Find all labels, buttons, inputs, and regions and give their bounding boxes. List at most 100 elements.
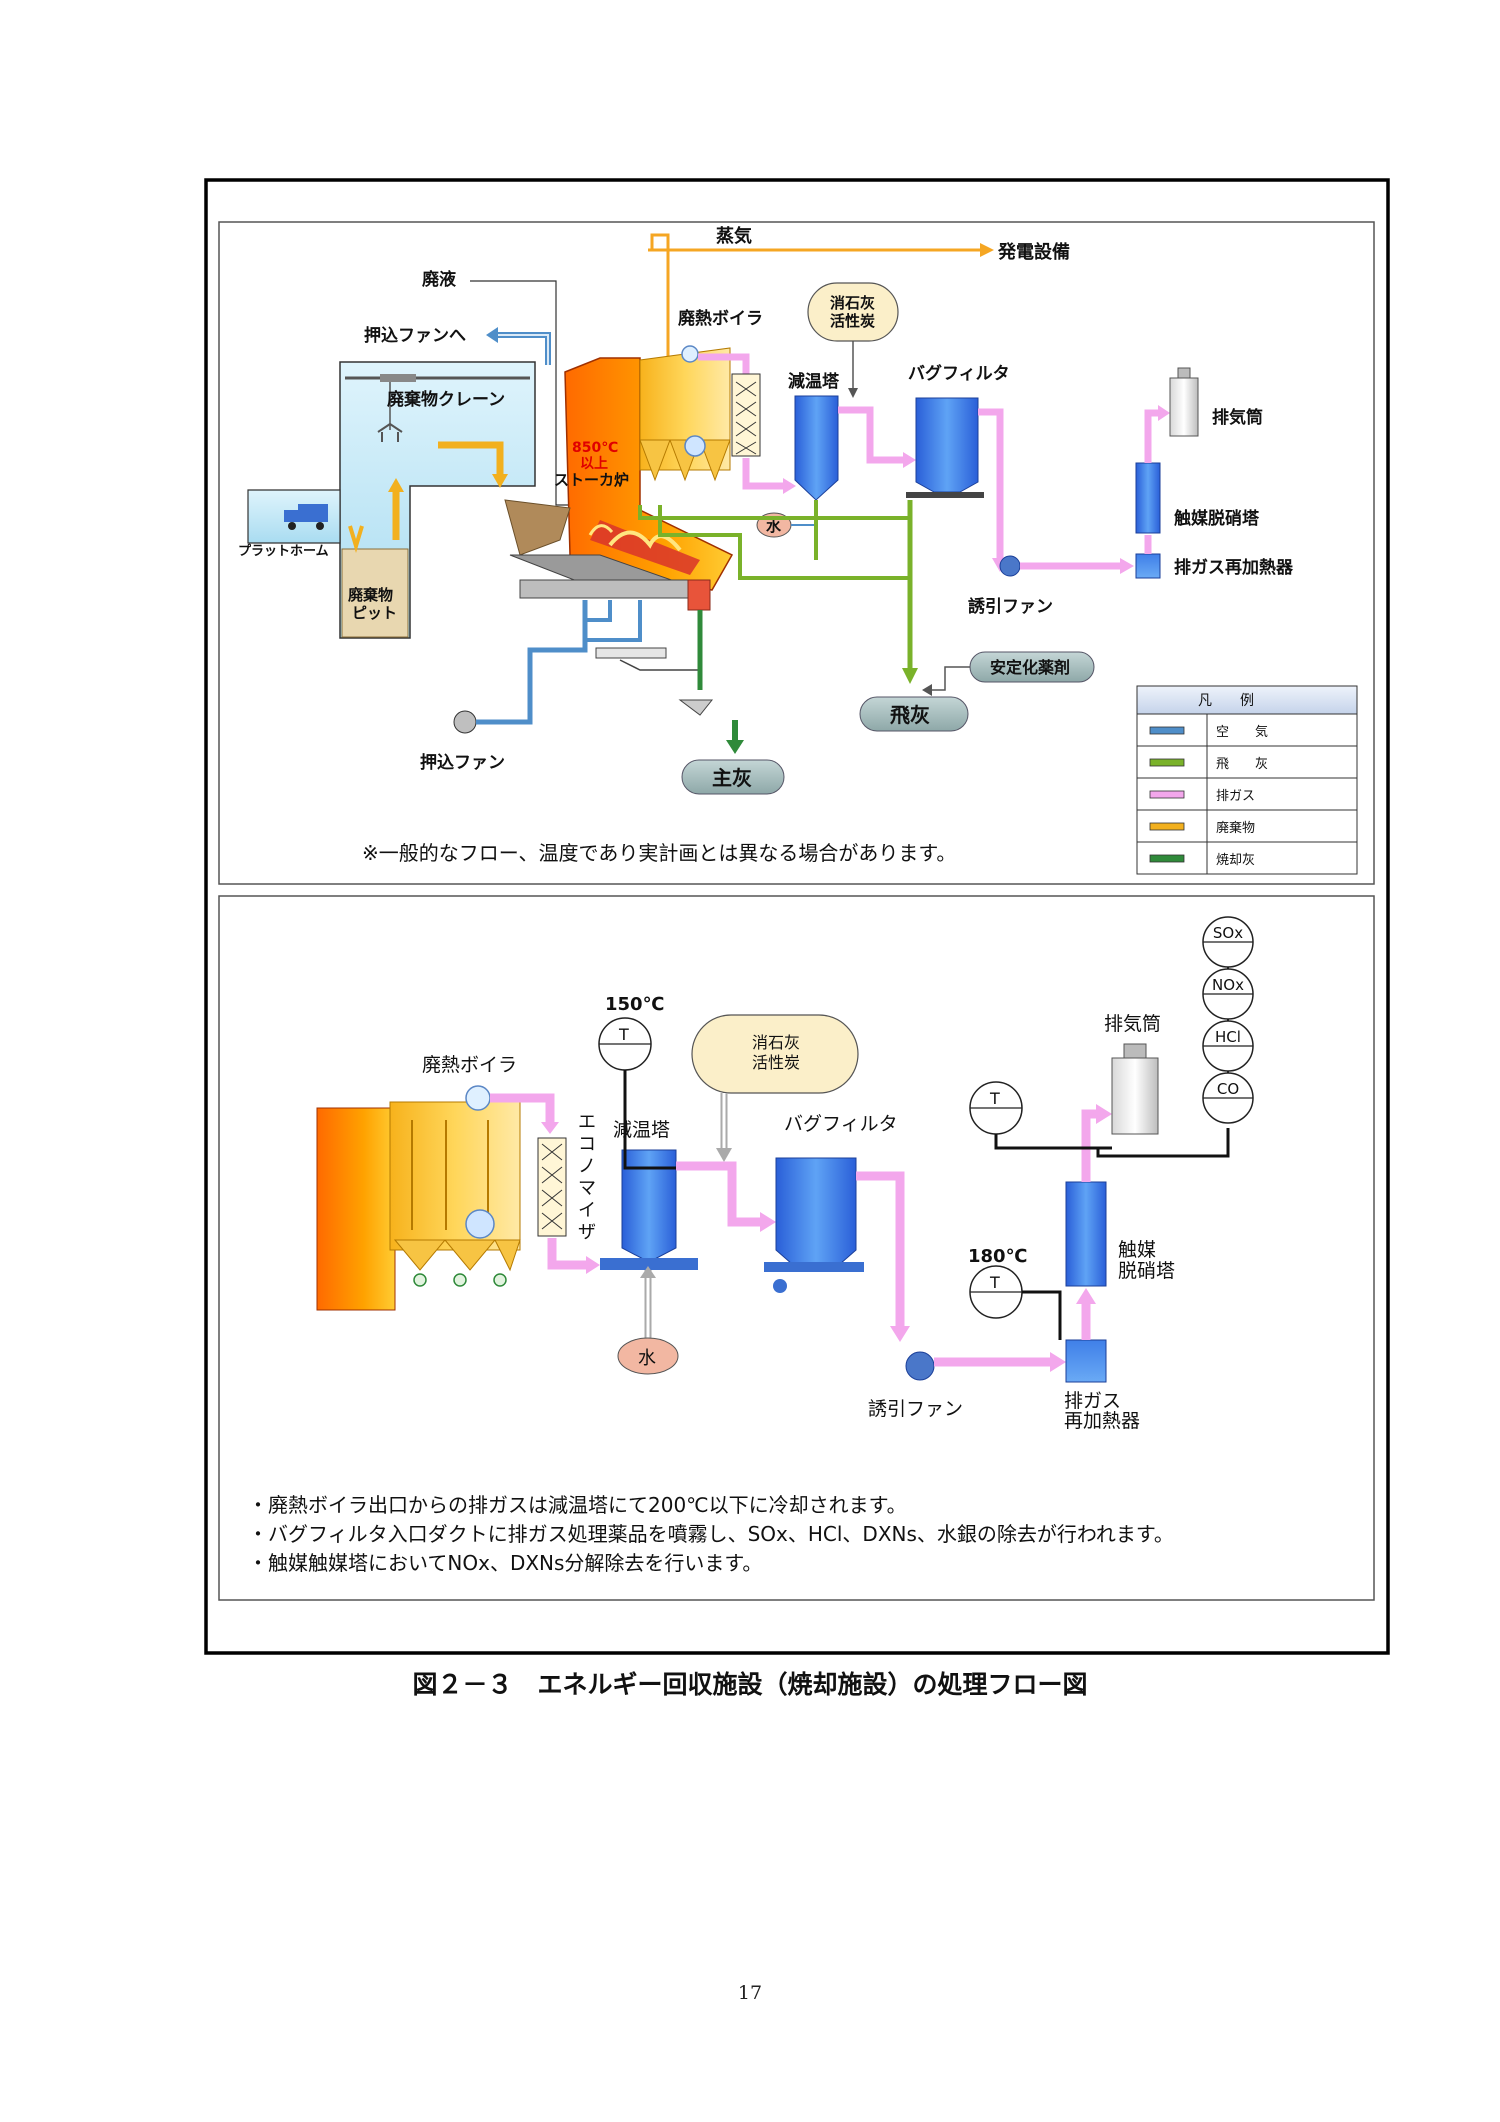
legend-swatch xyxy=(1149,854,1185,863)
bottom-stack-label: 排気筒 xyxy=(1104,1013,1161,1035)
bottom-reheater-label-2: 再加熱器 xyxy=(1064,1410,1140,1432)
legend-row: 飛 灰 xyxy=(1137,757,1357,779)
waste-pit xyxy=(341,548,409,638)
economizer-top xyxy=(731,373,761,457)
legend-swatch xyxy=(1149,790,1185,799)
bottom-reheater xyxy=(1065,1339,1107,1383)
top-bag-filter xyxy=(915,397,979,493)
steam-arrowhead xyxy=(980,243,994,257)
air-supply-line xyxy=(476,600,588,725)
top-denox-label: 触媒脱硝塔 xyxy=(1173,508,1260,529)
top-stack xyxy=(1169,377,1199,437)
crane-label: 廃棄物クレーン xyxy=(387,389,505,410)
bottom-lime-label-2: 活性炭 xyxy=(752,1053,800,1072)
figure-caption: 図２－３ エネルギー回収施設（焼却施設）の処理フロー図 xyxy=(412,1670,1088,1699)
top-note: ※一般的なフロー、温度であり実計画とは異なる場合があります。 xyxy=(362,841,956,865)
temp-850-label: 850℃ xyxy=(572,440,618,456)
pit-label-2: ピット xyxy=(352,604,397,622)
figure-frame xyxy=(204,178,1390,1655)
legend-label: 飛 灰 xyxy=(1216,757,1268,772)
economizer-char: エ xyxy=(578,1112,596,1133)
analyzer-co: CO xyxy=(1202,1072,1254,1124)
bottom-lime-label-1: 消石灰 xyxy=(752,1033,800,1052)
temp-sensor-150-t: T xyxy=(618,1025,629,1044)
temp-above-label: 以上 xyxy=(580,456,608,472)
pit-label-1: 廃棄物 xyxy=(348,586,393,604)
bottom-induced-fan-label: 誘引ファン xyxy=(868,1398,963,1420)
bottom-bag-filter xyxy=(775,1157,857,1265)
steam-label: 蒸気 xyxy=(716,225,752,247)
top-diagram: 蒸気 発電設備 廃液 押込ファンへ 廃棄物 ピット 廃棄物クレーン プラットホー… xyxy=(238,225,1294,865)
waste-flow-arrow-1 xyxy=(438,441,504,478)
bottom-water-label: 水 xyxy=(638,1348,656,1369)
bottom-note: ・触媒触媒塔においてNOx、DXNs分解除去を行います。 xyxy=(248,1551,762,1575)
temp-180-label: 180℃ xyxy=(968,1246,1027,1267)
bottom-cooling-tower xyxy=(621,1149,677,1263)
ash-chute xyxy=(687,579,711,611)
legend-swatch xyxy=(1149,822,1185,831)
economizer-char: ノ xyxy=(578,1156,596,1177)
legend-label: 排ガス xyxy=(1216,789,1255,804)
bottom-boiler xyxy=(389,1101,521,1251)
bottom-reheater-label-1: 排ガス xyxy=(1064,1390,1121,1412)
temp-150-label: 150℃ xyxy=(605,994,664,1015)
stoker-label: ストーカ炉 xyxy=(554,471,629,489)
bottom-exhaust-3 xyxy=(856,1171,905,1330)
bottom-exhaust-1 xyxy=(490,1093,555,1125)
bottom-lime-silo xyxy=(691,1014,859,1094)
temp-180-signal-line xyxy=(1022,1290,1062,1340)
legend-row: 焼却灰 xyxy=(1137,853,1357,875)
legend-label: 焼却灰 xyxy=(1216,853,1255,868)
fly-ash-pill xyxy=(859,696,969,732)
bottom-economizer xyxy=(537,1137,567,1237)
bottom-denox-label-1: 触媒 xyxy=(1118,1239,1156,1261)
analyzer-label: SOx xyxy=(1213,924,1243,942)
analyzer-label: HCl xyxy=(1215,1028,1241,1046)
fly-ash-label: 飛灰 xyxy=(890,703,930,727)
waste-liquid-label: 廃液 xyxy=(422,269,456,290)
analyzer-signal-line xyxy=(1096,1128,1230,1158)
bottom-bag-filter-label: バグフィルタ xyxy=(784,1113,898,1135)
top-reheater-label: 排ガス再加熱器 xyxy=(1174,557,1294,578)
top-induced-fan-icon xyxy=(999,555,1021,577)
analyzer-sox: SOx xyxy=(1202,916,1254,968)
bottom-cooling-tower-label: 減温塔 xyxy=(613,1119,670,1141)
top-denox-tower xyxy=(1135,462,1161,534)
top-boiler-label: 廃熱ボイラ xyxy=(678,308,763,329)
exhaust-line-3 xyxy=(978,408,1004,560)
bottom-water-tank xyxy=(617,1337,679,1375)
top-stack-label: 排気筒 xyxy=(1212,407,1263,428)
economizer-char: コ xyxy=(578,1134,596,1155)
analyzer-nox: NOx xyxy=(1202,968,1254,1020)
power-label: 発電設備 xyxy=(997,241,1070,263)
main-ash-label: 主灰 xyxy=(712,766,752,790)
bottom-stack xyxy=(1111,1057,1159,1135)
waste-flow-arrow-3 xyxy=(348,525,364,553)
economizer-char: マ xyxy=(578,1178,596,1199)
exhaust-line-1 xyxy=(698,353,750,375)
top-cooling-tower xyxy=(794,395,839,501)
main-ash-pill xyxy=(681,759,785,795)
bottom-exhaust-2 xyxy=(676,1161,762,1227)
fly-ash-line-2 xyxy=(658,505,910,580)
truck-icon xyxy=(298,504,328,522)
crane-grab-icon xyxy=(377,422,403,442)
bottom-boiler-drum xyxy=(465,1085,491,1111)
boiler-drum-top xyxy=(681,345,699,363)
air-return-line xyxy=(498,332,551,365)
stabilizer-label: 安定化薬剤 xyxy=(990,658,1070,677)
temp-sensor-stack-t: T xyxy=(989,1089,1000,1108)
top-cooling-tower-label: 減温塔 xyxy=(788,371,840,392)
legend-row: 廃棄物 xyxy=(1137,820,1357,843)
top-bag-filter-label: バグフィルタ xyxy=(908,363,1010,384)
analyzer-label: NOx xyxy=(1212,976,1244,994)
page-number: 17 xyxy=(737,1982,763,2004)
bottom-denox-tower xyxy=(1065,1181,1107,1287)
flame-icon xyxy=(608,530,682,552)
legend-row: 排ガス xyxy=(1137,789,1357,811)
bottom-note: ・廃熱ボイラ出口からの排ガスは減温塔にて200℃以下に冷却されます。 xyxy=(248,1493,907,1517)
